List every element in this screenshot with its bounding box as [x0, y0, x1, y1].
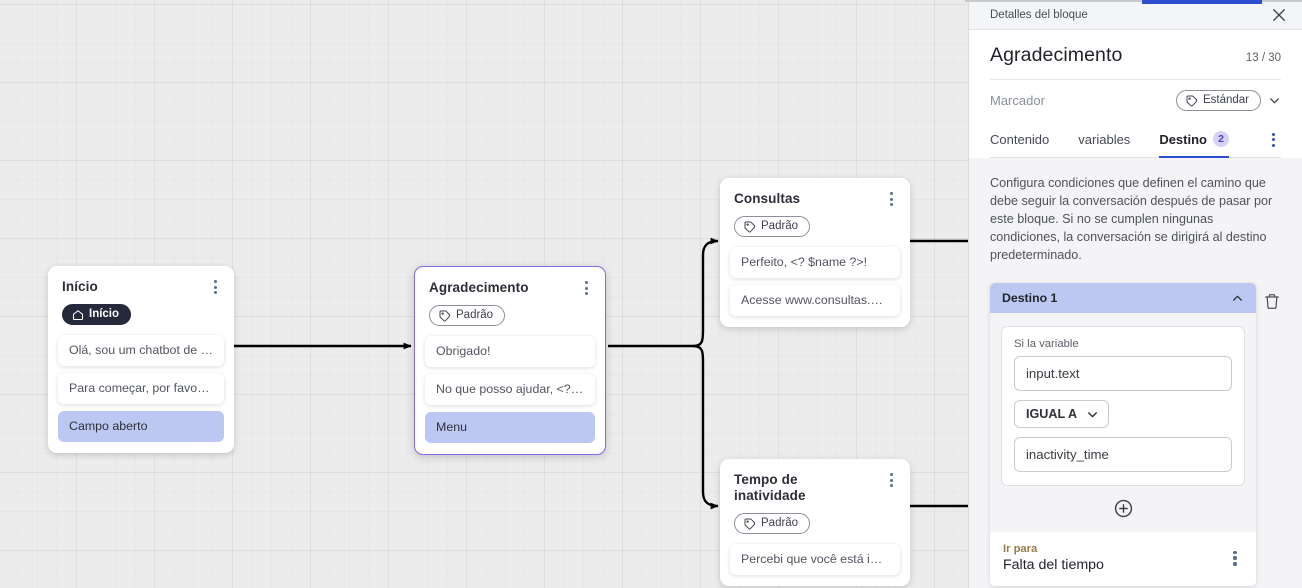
- char-counter: 13 / 30: [1245, 52, 1281, 64]
- node-message[interactable]: Acesse www.consultas.com par...: [730, 284, 900, 316]
- flow-canvas[interactable]: Início Início Olá, sou um chatbot de tes…: [0, 0, 968, 588]
- marker-value: Estándar: [1202, 94, 1249, 106]
- tab-badge-count: 2: [1212, 131, 1229, 147]
- flow-node-inicio[interactable]: Início Início Olá, sou um chatbot de tes…: [48, 266, 234, 453]
- node-tag-row: Padrão: [734, 216, 896, 238]
- block-details-panel: Detalles del bloque Agradecimento 13 / 3…: [968, 0, 1302, 588]
- panel-topbar: Detalles del bloque: [969, 0, 1302, 30]
- chevron-down-icon: [1088, 411, 1098, 417]
- chevron-down-icon[interactable]: [1268, 94, 1281, 107]
- home-icon: [72, 309, 84, 320]
- tag-icon: [744, 221, 756, 232]
- node-messages: Obrigado! No que posso ajudar, <? $name …: [415, 335, 605, 454]
- marker-row: Marcador Estándar: [990, 80, 1281, 120]
- node-tag-padrao[interactable]: Padrão: [429, 305, 506, 326]
- node-tag-row: Início: [62, 304, 220, 326]
- node-tag-padrao[interactable]: Padrão: [734, 216, 811, 237]
- destination-wrapper: Destino 1 Si la variable IGUAL A: [990, 283, 1281, 586]
- close-icon[interactable]: [1270, 6, 1288, 24]
- node-tag-label: Padrão: [761, 220, 799, 232]
- node-message[interactable]: Para começar, por favor digite o ...: [58, 372, 224, 404]
- goto-row[interactable]: Ir para Falta del tiempo: [990, 532, 1256, 586]
- more-vertical-icon[interactable]: [1265, 131, 1281, 149]
- panel-top-strip: [965, 0, 1302, 2]
- goto-value: Falta del tiempo: [1003, 557, 1104, 573]
- add-condition-row: [1001, 486, 1245, 532]
- node-message-highlight[interactable]: Campo aberto: [58, 410, 224, 442]
- plus-circle-icon[interactable]: [1114, 499, 1133, 518]
- panel-title-row: Agradecimento 13 / 30: [990, 30, 1281, 80]
- flow-node-consultas[interactable]: Consultas Padrão Perfeito, <? $name ?>! …: [720, 178, 910, 327]
- condition-label: Si la variable: [1014, 338, 1079, 350]
- node-tag-label: Padrão: [761, 517, 799, 529]
- node-messages: Olá, sou um chatbot de teste! Para começ…: [48, 334, 234, 453]
- flow-node-tempo-inatividade[interactable]: Tempo de inatividade Padrão Percebi que …: [720, 459, 910, 586]
- node-header: Início Início: [48, 266, 234, 335]
- marker-label: Marcador: [990, 93, 1045, 108]
- destination-header[interactable]: Destino 1: [990, 283, 1256, 313]
- condition-box: Si la variable IGUAL A: [1001, 326, 1245, 486]
- node-title: Início: [62, 279, 98, 294]
- more-vertical-icon[interactable]: [1227, 549, 1243, 568]
- trash-icon[interactable]: [1263, 292, 1281, 311]
- node-message[interactable]: Percebi que você está inativo. C...: [730, 543, 900, 575]
- tab-label: Contenido: [990, 131, 1050, 147]
- marker-tag[interactable]: Estándar: [1175, 90, 1261, 111]
- node-title: Tempo de inatividade: [734, 472, 806, 503]
- node-menu-icon[interactable]: [207, 278, 223, 296]
- node-menu-icon[interactable]: [578, 279, 594, 297]
- node-tag-row: Padrão: [429, 305, 591, 327]
- node-messages: Perfeito, <? $name ?>! Acesse www.consul…: [720, 246, 910, 327]
- marker-control[interactable]: Estándar: [1175, 90, 1281, 111]
- flow-node-agradecimento[interactable]: Agradecimento Padrão Obrigado! No que po…: [414, 266, 606, 455]
- node-menu-icon[interactable]: [883, 471, 899, 489]
- node-tag-inicio[interactable]: Início: [62, 304, 132, 325]
- variable-input[interactable]: [1014, 356, 1232, 391]
- node-messages: Percebi que você está inativo. C...: [720, 543, 910, 586]
- node-message[interactable]: Perfeito, <? $name ?>!: [730, 246, 900, 278]
- node-header: Consultas Padrão: [720, 178, 910, 247]
- operator-select[interactable]: IGUAL A: [1014, 400, 1110, 428]
- compare-value-input[interactable]: [1014, 437, 1232, 472]
- page-title: Agradecimento: [990, 44, 1123, 66]
- panel-topbar-title: Detalles del bloque: [990, 8, 1088, 21]
- node-message[interactable]: No que posso ajudar, <? $name ...: [425, 373, 595, 405]
- tab-label: Destino: [1159, 131, 1207, 147]
- operator-label: IGUAL A: [1026, 407, 1078, 421]
- chevron-up-icon[interactable]: [1231, 292, 1244, 305]
- active-toolbar-indicator: [1142, 0, 1262, 4]
- panel-header-section: Agradecimento 13 / 30 Marcador Estándar: [969, 30, 1302, 158]
- node-title: Agradecimento: [429, 280, 529, 295]
- node-message[interactable]: Obrigado!: [425, 335, 595, 367]
- goto-text-group: Ir para Falta del tiempo: [1003, 543, 1104, 573]
- operator-row: IGUAL A: [1014, 400, 1232, 428]
- destination-title: Destino 1: [1002, 291, 1058, 305]
- node-menu-icon[interactable]: [883, 190, 899, 208]
- node-title: Consultas: [734, 191, 801, 206]
- tab-contenido[interactable]: Contenido: [990, 123, 1049, 158]
- panel-tabs: Contenido variables Destino 2: [990, 120, 1281, 158]
- panel-content[interactable]: Configura condiciones que definen el cam…: [969, 158, 1302, 588]
- node-tag-label: Início: [89, 308, 120, 320]
- tag-icon: [744, 518, 756, 529]
- tab-label: variables: [1078, 131, 1131, 147]
- edge-branch-consultas: [692, 237, 719, 348]
- goto-label: Ir para: [1003, 543, 1038, 555]
- tag-icon: [1186, 95, 1198, 106]
- tag-icon: [439, 310, 451, 321]
- tab-destino[interactable]: Destino 2: [1159, 122, 1229, 158]
- destination-body: Si la variable IGUAL A: [990, 313, 1256, 532]
- destination-card: Destino 1 Si la variable IGUAL A: [990, 283, 1256, 586]
- node-tag-row: Padrão: [734, 513, 896, 535]
- node-tag-padrao[interactable]: Padrão: [734, 513, 811, 534]
- node-header: Agradecimento Padrão: [415, 267, 605, 336]
- panel-helper-text: Configura condiciones que definen el cam…: [990, 176, 1273, 262]
- node-message-highlight[interactable]: Menu: [425, 411, 595, 443]
- node-message[interactable]: Olá, sou um chatbot de teste!: [58, 334, 224, 366]
- node-tag-label: Padrão: [456, 309, 494, 321]
- tab-variables[interactable]: variables: [1078, 123, 1130, 158]
- node-header: Tempo de inatividade Padrão: [720, 459, 910, 544]
- edge-branch-inatividade: [692, 344, 719, 510]
